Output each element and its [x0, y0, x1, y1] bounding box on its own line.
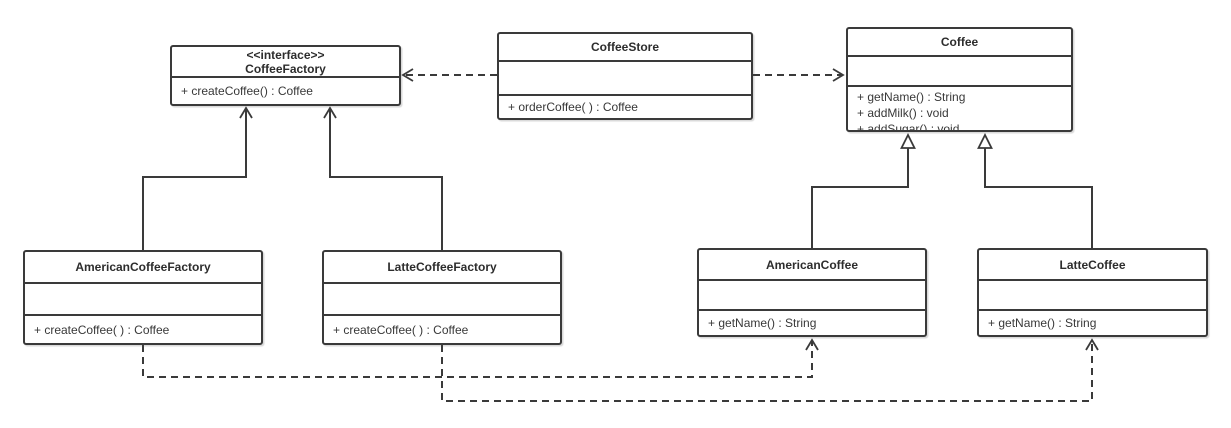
method-item: + addMilk() : void: [857, 106, 949, 120]
edge-americancoffee-extends-coffee: [811, 132, 916, 248]
class-box-americancoffee: AmericanCoffee + getName() : String: [697, 248, 927, 337]
class-header-lattecoffeefactory: LatteCoffeeFactory: [324, 252, 560, 282]
class-name: LatteCoffeeFactory: [387, 260, 497, 274]
class-box-coffeestore: CoffeeStore + orderCoffee( ) : Coffee: [497, 32, 753, 120]
method-item: + orderCoffee( ) : Coffee: [508, 100, 638, 114]
attributes-compartment: [699, 279, 925, 309]
edge-americancoffeefactory-implements-coffeefactory: [142, 106, 253, 250]
class-header-americancoffee: AmericanCoffee: [699, 250, 925, 279]
attributes-compartment: [324, 282, 560, 314]
method-item: + createCoffee() : Coffee: [181, 84, 313, 98]
edge-americancoffeefactory-creates-americancoffee: [142, 338, 819, 378]
class-header-americancoffeefactory: AmericanCoffeeFactory: [25, 252, 261, 282]
methods-compartment: + getName() : String: [979, 309, 1206, 335]
class-box-americancoffeefactory: AmericanCoffeeFactory + createCoffee( ) …: [23, 250, 263, 345]
stereotype-label: <<interface>>: [246, 47, 325, 62]
class-box-coffeefactory: <<interface>> CoffeeFactory + createCoff…: [170, 45, 401, 106]
methods-compartment: + createCoffee() : Coffee: [172, 76, 399, 104]
edge-lattecoffeefactory-creates-lattecoffee: [441, 338, 1099, 402]
class-header-coffeefactory: <<interface>> CoffeeFactory: [172, 47, 399, 76]
method-item: + getName() : String: [988, 316, 1097, 330]
methods-compartment: + createCoffee( ) : Coffee: [25, 314, 261, 343]
method-item: + createCoffee( ) : Coffee: [34, 322, 170, 337]
class-box-lattecoffeefactory: LatteCoffeeFactory + createCoffee( ) : C…: [322, 250, 562, 345]
methods-compartment: + getName() : String + addMilk() : void …: [848, 85, 1071, 130]
attributes-compartment: [25, 282, 261, 314]
method-item: + getName() : String: [857, 90, 966, 104]
edge-lattecoffee-extends-coffee: [977, 132, 1093, 248]
class-name: Coffee: [940, 35, 979, 49]
attributes-compartment: [979, 279, 1206, 309]
class-name: LatteCoffee: [1059, 257, 1126, 272]
methods-compartment: + getName() : String: [699, 309, 925, 335]
class-name: AmericanCoffeeFactory: [75, 260, 211, 274]
method-item: + getName() : String: [708, 316, 817, 330]
method-item: + createCoffee( ) : Coffee: [333, 322, 469, 337]
methods-compartment: + createCoffee( ) : Coffee: [324, 314, 560, 343]
class-box-lattecoffee: LatteCoffee + getName() : String: [977, 248, 1208, 337]
class-name: CoffeeFactory: [245, 61, 326, 76]
class-header-lattecoffee: LatteCoffee: [979, 250, 1206, 279]
edge-lattecoffeefactory-implements-coffeefactory: [323, 106, 443, 250]
attributes-compartment: [848, 55, 1071, 85]
class-name: CoffeeStore: [590, 40, 659, 54]
class-name: AmericanCoffee: [765, 257, 859, 272]
class-header-coffee: Coffee: [848, 29, 1071, 55]
class-header-coffeestore: CoffeeStore: [499, 34, 751, 60]
class-box-coffee: Coffee + getName() : String + addMilk() …: [846, 27, 1073, 132]
methods-compartment: + orderCoffee( ) : Coffee: [499, 94, 751, 118]
attributes-compartment: [499, 60, 751, 94]
method-item: + addSugar() : void: [857, 122, 960, 130]
